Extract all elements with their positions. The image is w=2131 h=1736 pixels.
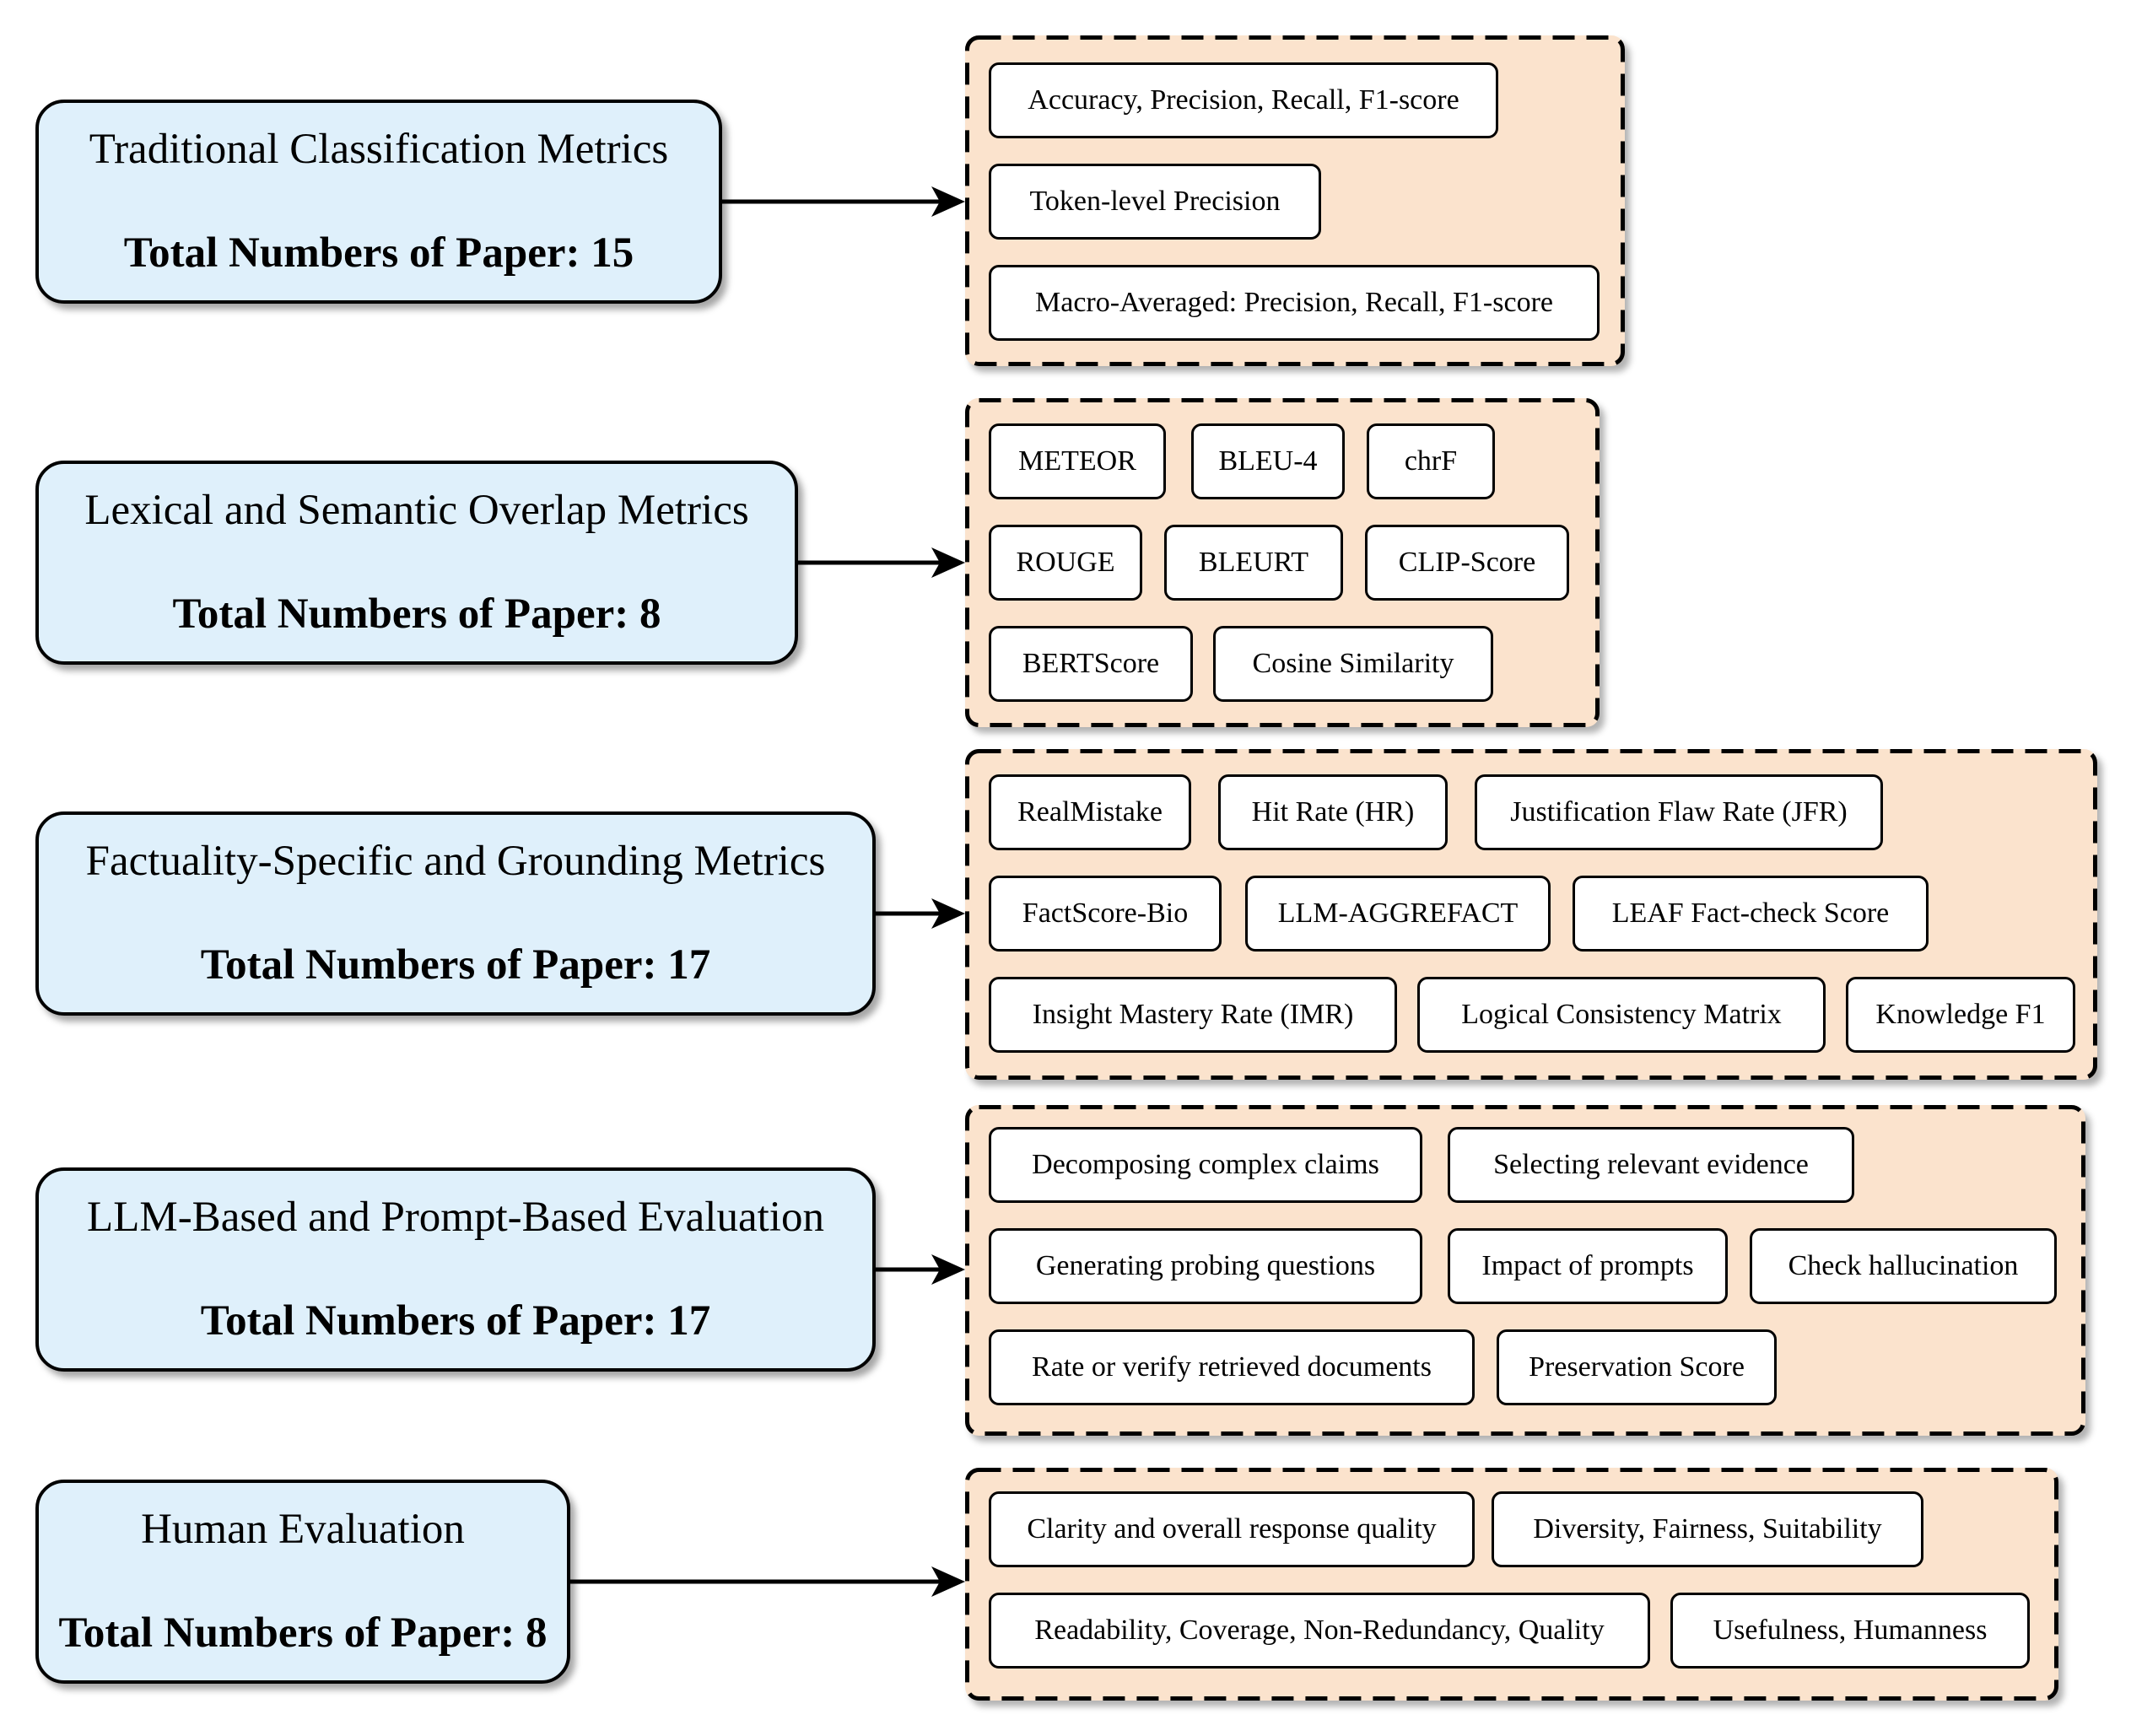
paper-count-label: Total Numbers of Paper: 15 [123, 229, 634, 277]
metric-chip: Cosine Similarity [1213, 626, 1493, 702]
metric-chip: Generating probing questions [989, 1228, 1422, 1304]
metric-chip: Readability, Coverage, Non-Redundancy, Q… [989, 1593, 1650, 1669]
metric-chip: RealMistake [989, 774, 1191, 850]
metric-chip: BLEURT [1164, 525, 1343, 601]
metric-chip: Knowledge F1 [1846, 977, 2075, 1053]
dashed-border [965, 749, 2097, 1080]
arrow-llm-based-and-prompt-based-evaluation [876, 1254, 965, 1285]
category-box-factuality-specific-and-grounding-metrics: Factuality-Specific and Grounding Metric… [35, 811, 876, 1016]
metric-chip: chrF [1367, 423, 1495, 499]
metric-chip: Insight Mastery Rate (IMR) [989, 977, 1397, 1053]
category-title: LLM-Based and Prompt-Based Evaluation [87, 1194, 824, 1241]
category-title: Factuality-Specific and Grounding Metric… [85, 838, 826, 885]
dashed-border [965, 35, 1625, 366]
metric-chip: FactScore-Bio [989, 876, 1222, 952]
metric-chip: Justification Flaw Rate (JFR) [1475, 774, 1883, 850]
metric-chip: CLIP-Score [1365, 525, 1569, 601]
arrow-human-evaluation [570, 1566, 965, 1597]
arrow-traditional-classification-metrics [722, 186, 965, 217]
arrow-factuality-specific-and-grounding-metrics [876, 898, 965, 929]
paper-count-label: Total Numbers of Paper: 8 [172, 590, 661, 638]
dashed-border [965, 1105, 2085, 1436]
metric-chip: Diversity, Fairness, Suitability [1492, 1491, 1923, 1567]
dashed-border [965, 1468, 2058, 1701]
category-title: Lexical and Semantic Overlap Metrics [84, 487, 749, 534]
metric-chip: Selecting relevant evidence [1448, 1127, 1854, 1203]
paper-count-label: Total Numbers of Paper: 17 [200, 1297, 711, 1345]
metric-chip: Clarity and overall response quality [989, 1491, 1475, 1567]
metric-chip: Macro-Averaged: Precision, Recall, F1-sc… [989, 265, 1600, 341]
metric-chip: Rate or verify retrieved documents [989, 1329, 1475, 1405]
metric-chip: METEOR [989, 423, 1166, 499]
metric-chip: BLEU-4 [1191, 423, 1345, 499]
metric-chip: Usefulness, Humanness [1670, 1593, 2030, 1669]
metric-chip: Impact of prompts [1448, 1228, 1728, 1304]
metric-chip: Hit Rate (HR) [1218, 774, 1448, 850]
metric-chip: Logical Consistency Matrix [1417, 977, 1826, 1053]
metric-chip: Decomposing complex claims [989, 1127, 1422, 1203]
metric-chip: Preservation Score [1497, 1329, 1777, 1405]
metric-chip: BERTScore [989, 626, 1193, 702]
metric-chip: LLM-AGGREFACT [1245, 876, 1551, 952]
metric-chip: Token-level Precision [989, 164, 1321, 240]
metric-chip: ROUGE [989, 525, 1142, 601]
metric-chip: Check hallucination [1750, 1228, 2057, 1304]
metric-chip: LEAF Fact-check Score [1573, 876, 1929, 952]
paper-count-label: Total Numbers of Paper: 17 [200, 941, 711, 989]
category-title: Traditional Classification Metrics [89, 126, 669, 173]
paper-count-label: Total Numbers of Paper: 8 [58, 1609, 548, 1657]
arrow-lexical-and-semantic-overlap-metrics [798, 547, 965, 578]
category-title: Human Evaluation [141, 1506, 465, 1553]
metric-chip: Accuracy, Precision, Recall, F1-score [989, 62, 1498, 138]
